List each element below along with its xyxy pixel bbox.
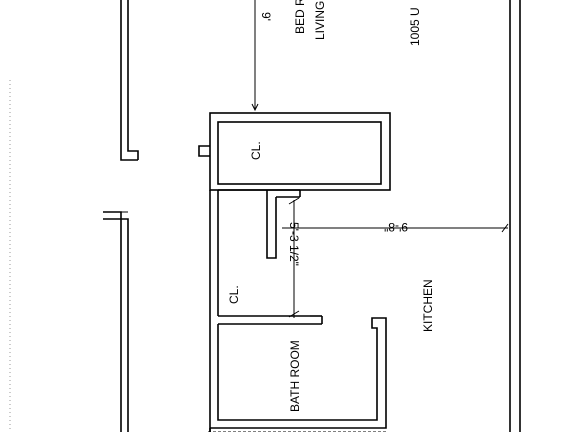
kitchen-label: KITCHEN xyxy=(421,279,435,332)
closet-top-label: CL. xyxy=(249,141,263,160)
living-label-partial: LIVING xyxy=(313,1,327,40)
closet-small-label: CL. xyxy=(227,285,241,304)
bathroom-label: BATH ROOM xyxy=(288,340,302,412)
right-wall xyxy=(509,0,521,432)
closet-depth-dimension: 5'-3 1/2" xyxy=(287,197,301,318)
top-dimension-label: 9' xyxy=(259,12,273,21)
bedroom-label-partial: BED R xyxy=(293,0,307,34)
left-wall-upper xyxy=(120,0,139,161)
core-walls xyxy=(209,189,323,432)
left-wall-lower xyxy=(103,211,129,432)
kitchen-width-dimension: 9'-8" xyxy=(282,220,509,234)
top-dimension: 9' xyxy=(251,0,273,112)
closet-depth-label: 5'-3 1/2" xyxy=(287,222,301,266)
unit-label-partial: 1005 U xyxy=(408,7,422,46)
bathroom-walls xyxy=(209,317,387,432)
kitchen-width-label: 9'-8" xyxy=(384,220,408,234)
